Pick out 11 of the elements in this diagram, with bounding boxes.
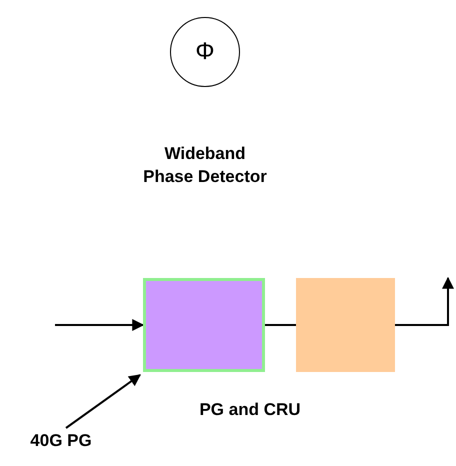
arrow <box>55 319 144 331</box>
clock-recovery-block <box>296 278 395 372</box>
arrow <box>395 276 454 326</box>
detector-caption: Wideband Phase Detector <box>142 143 268 188</box>
phase-detector-circle <box>170 17 240 87</box>
source-label: 40G PG <box>30 431 92 451</box>
symbol-text: Φ <box>195 38 215 66</box>
arrow <box>65 374 141 429</box>
connector-line <box>265 324 296 326</box>
block-caption: PG and CRU <box>198 399 302 421</box>
pattern-generator-block <box>143 278 265 372</box>
